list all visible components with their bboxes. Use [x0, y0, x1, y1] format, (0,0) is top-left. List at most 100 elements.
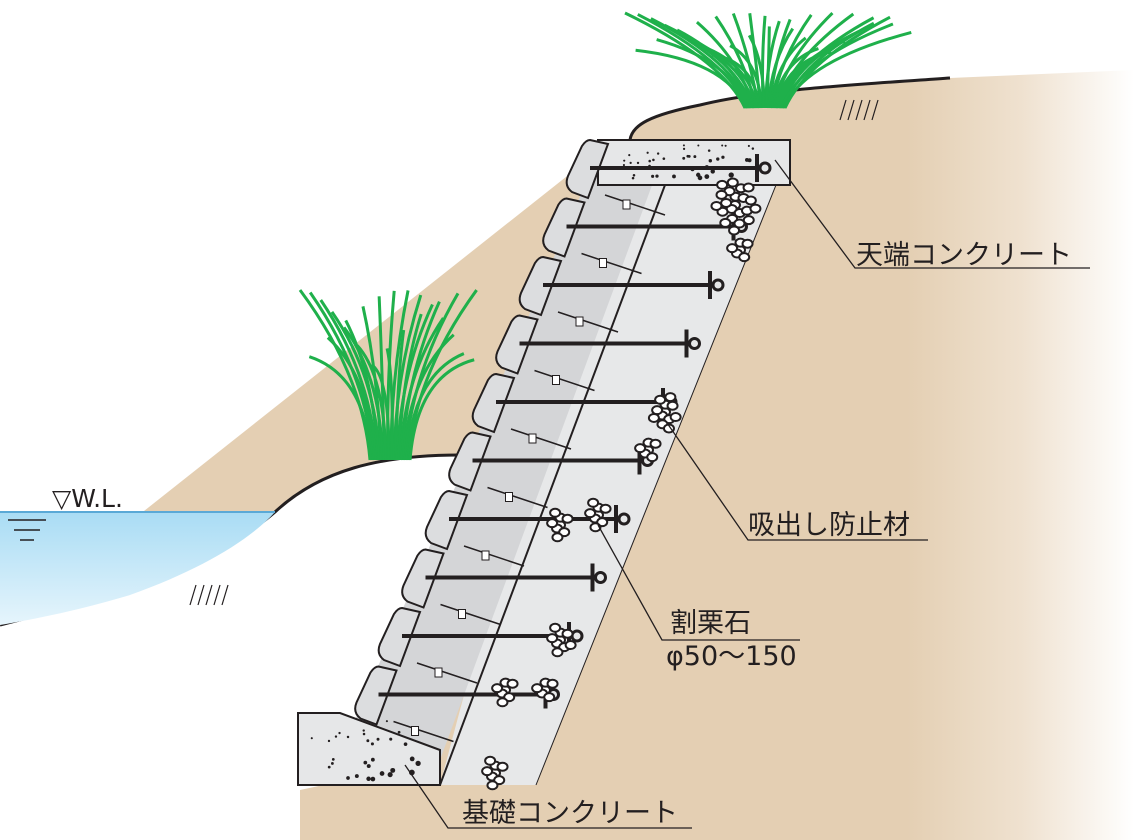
hatch-mark	[847, 99, 855, 121]
grass-blade	[694, 42, 759, 109]
concrete-aggregate	[379, 771, 385, 776]
leader-lines	[404, 159, 1090, 829]
crushed-stone	[546, 518, 559, 529]
crushed-stone	[587, 497, 600, 508]
block-joint	[393, 720, 454, 743]
backfill-boundary	[535, 184, 777, 786]
concrete-aggregate	[652, 158, 655, 162]
concrete-aggregate	[363, 760, 368, 765]
concrete-aggregate	[385, 720, 388, 723]
grass-blade	[397, 313, 423, 461]
concrete-aggregate	[747, 144, 750, 148]
crushed-stone	[564, 640, 577, 651]
concrete-aggregate	[397, 730, 401, 734]
water-surface	[0, 512, 275, 625]
grass-blade	[356, 344, 388, 461]
concrete-aggregate	[687, 154, 691, 158]
crushed-stone	[546, 678, 559, 689]
crushed-stone	[546, 633, 559, 644]
block-joint	[440, 603, 501, 626]
block-notch	[481, 550, 490, 561]
crown-concrete-label: 天端コンクリート	[856, 240, 1072, 271]
crushed-stone	[496, 761, 509, 772]
grass-blade	[298, 289, 372, 461]
concrete-aggregate	[389, 737, 393, 741]
block-notch	[552, 375, 560, 385]
concrete-aggregate	[370, 742, 374, 746]
crushed-stone	[719, 217, 732, 228]
concrete-aggregate	[629, 161, 632, 165]
concrete-aggregate	[346, 776, 350, 780]
grass-blade	[319, 299, 378, 461]
crushed-stone	[549, 507, 562, 518]
concrete-aggregate	[623, 159, 626, 162]
concrete-aggregate	[366, 764, 371, 769]
block-joint	[557, 311, 619, 333]
anchor-eye	[617, 512, 631, 526]
crushed-stone	[647, 412, 660, 423]
concrete-aggregate	[330, 762, 334, 765]
hatch-mark	[839, 99, 847, 121]
grass-blade	[385, 348, 394, 461]
crushed-stone	[531, 683, 544, 694]
block-notch	[575, 316, 584, 327]
grass-blade	[370, 363, 391, 461]
concrete-aggregate	[334, 735, 338, 738]
concrete-aggregate	[648, 159, 651, 163]
concrete-aggregate	[682, 156, 686, 160]
concrete-aggregate	[628, 154, 631, 157]
foundation-concrete	[297, 712, 441, 786]
concrete-aggregate	[716, 157, 720, 161]
grass-blade	[747, 34, 766, 109]
concrete-aggregate	[693, 155, 697, 159]
concrete-aggregate	[327, 765, 331, 769]
crushed-stone	[728, 225, 741, 236]
crushed-stone	[506, 678, 519, 689]
concrete-aggregate	[366, 739, 370, 743]
crushed-stone	[715, 189, 728, 200]
grass-blade	[342, 326, 385, 461]
concrete-aggregate	[390, 767, 396, 773]
concrete-aggregate	[682, 144, 685, 147]
crushed-stone	[481, 766, 494, 777]
crushed-stone-label: 割栗石	[670, 608, 751, 639]
concrete-aggregate	[409, 756, 415, 762]
concrete-aggregate	[632, 173, 636, 177]
crushed-stone	[543, 692, 556, 703]
crushed-stone	[664, 392, 677, 403]
crushed-stone	[720, 197, 733, 208]
concrete-aggregate	[354, 774, 359, 779]
grass-blade	[783, 15, 891, 109]
block-notch	[411, 726, 419, 736]
concrete-aggregate	[721, 155, 725, 159]
hatch-mark	[221, 584, 229, 606]
hatch-mark	[189, 584, 197, 606]
concrete-aggregate	[346, 735, 350, 739]
block-notch	[622, 199, 631, 210]
concrete-aggregate	[370, 776, 376, 782]
block-joint	[534, 369, 595, 392]
crushed-stone	[599, 503, 612, 514]
block-notch	[458, 609, 466, 619]
block-face	[495, 314, 539, 375]
block-notch	[434, 667, 443, 678]
anchor-eye	[758, 161, 772, 175]
crushed-stone	[584, 508, 597, 519]
block-bodies	[355, 150, 665, 760]
block-face	[424, 489, 469, 551]
concrete-aggregate	[651, 174, 655, 178]
grass-blade	[678, 32, 757, 109]
crushed-stone	[726, 243, 739, 254]
block-face	[471, 372, 516, 434]
concrete-aggregate	[631, 176, 635, 180]
concrete-aggregate	[310, 737, 313, 740]
concrete-aggregate	[656, 152, 660, 155]
concrete-aggregate	[327, 739, 331, 743]
concrete-aggregate	[708, 159, 713, 163]
crushed-stone	[561, 513, 574, 524]
grass-blade	[403, 292, 460, 461]
grass-blade	[330, 311, 382, 461]
block-face	[401, 548, 445, 609]
hatch-mark	[863, 99, 871, 121]
